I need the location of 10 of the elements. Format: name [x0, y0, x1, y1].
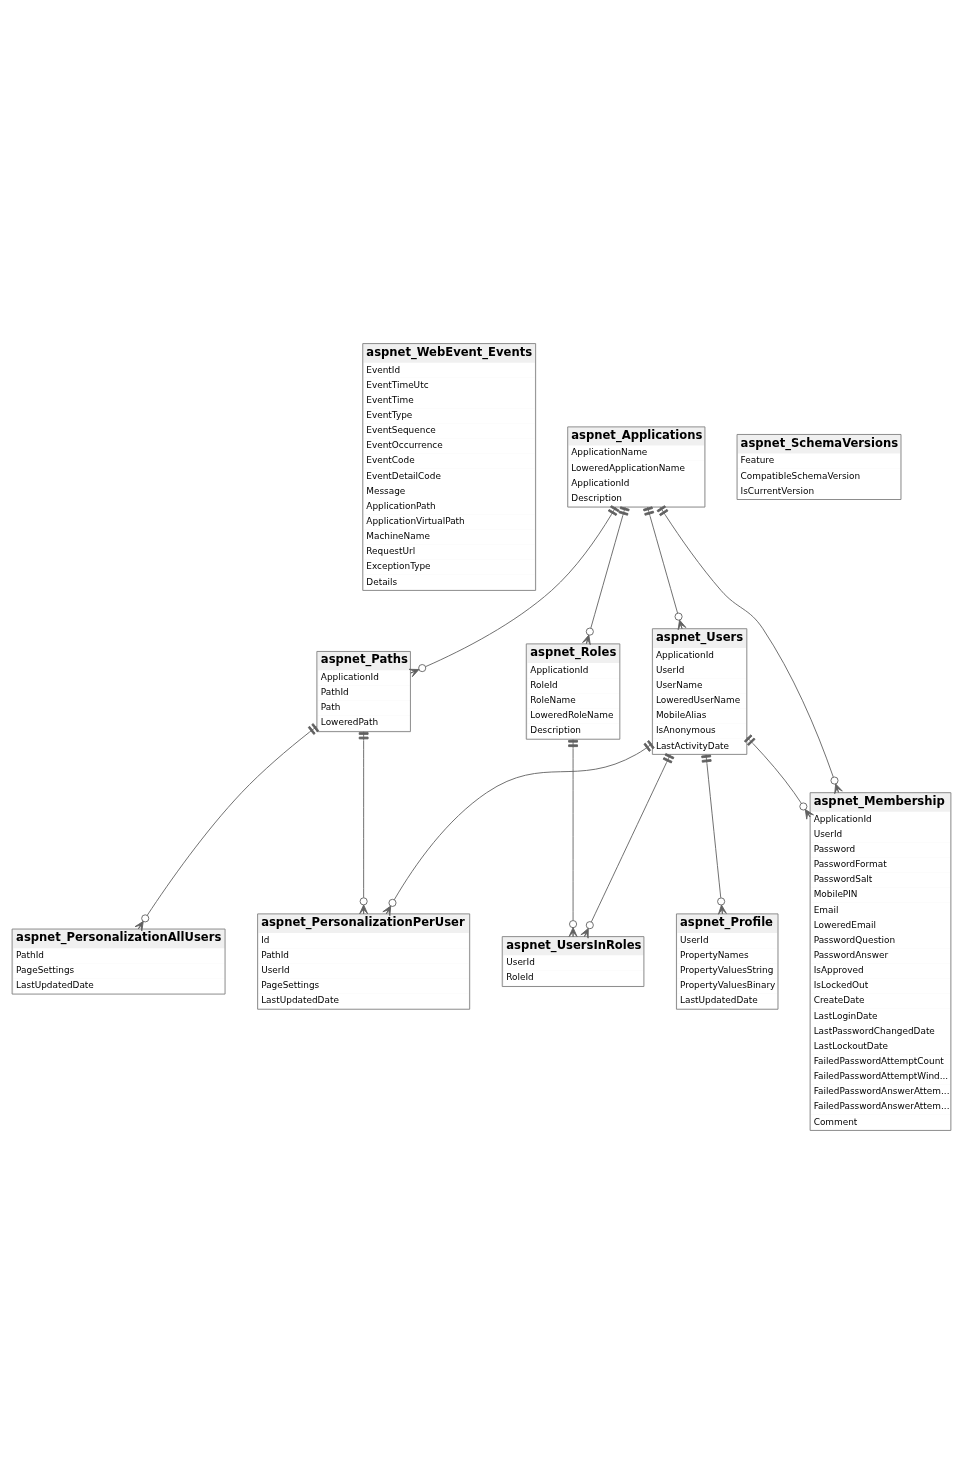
connector [382, 739, 655, 916]
connector [580, 752, 675, 939]
connector [701, 753, 727, 915]
connector [358, 730, 369, 914]
connector [568, 738, 578, 937]
connector [656, 504, 843, 794]
connector [643, 505, 687, 630]
connector [743, 733, 814, 820]
connector [134, 722, 320, 931]
connector [582, 505, 630, 645]
